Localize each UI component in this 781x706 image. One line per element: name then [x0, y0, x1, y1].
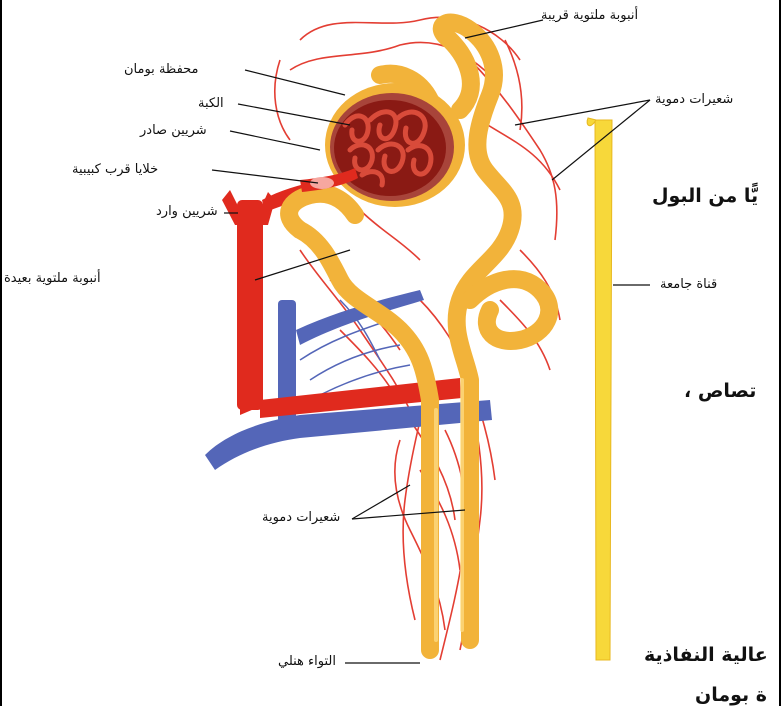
background-text-3: عالية النفاذية [644, 644, 768, 666]
label-distal-tubule: أنبوبة ملتوية بعيدة [4, 271, 101, 286]
label-glomerulus: الكبة [198, 96, 224, 111]
label-afferent-artery: شريين وارد [156, 204, 218, 219]
label-bowman-capsule: محفظة بومان [124, 62, 199, 77]
background-text-4: ة بومان [695, 684, 767, 706]
label-juxtaglomerular-cells: خلايا قرب كبيبية [72, 162, 158, 177]
label-collecting-duct: قناة جامعة [660, 277, 717, 292]
background-text-2: تصاص ، [684, 380, 756, 402]
collecting-duct [587, 118, 612, 660]
label-loop-of-henle: التواء هنلي [278, 654, 336, 669]
label-proximal-tubule: أنبوبة ملتوية قريبة [541, 8, 638, 23]
label-efferent-artery: شريين صادر [140, 123, 207, 138]
label-capillaries-bottom: شعيرات دموية [262, 510, 340, 525]
label-capillaries-top: شعيرات دموية [655, 92, 733, 107]
background-text-1: يًّا من البول [652, 185, 758, 207]
